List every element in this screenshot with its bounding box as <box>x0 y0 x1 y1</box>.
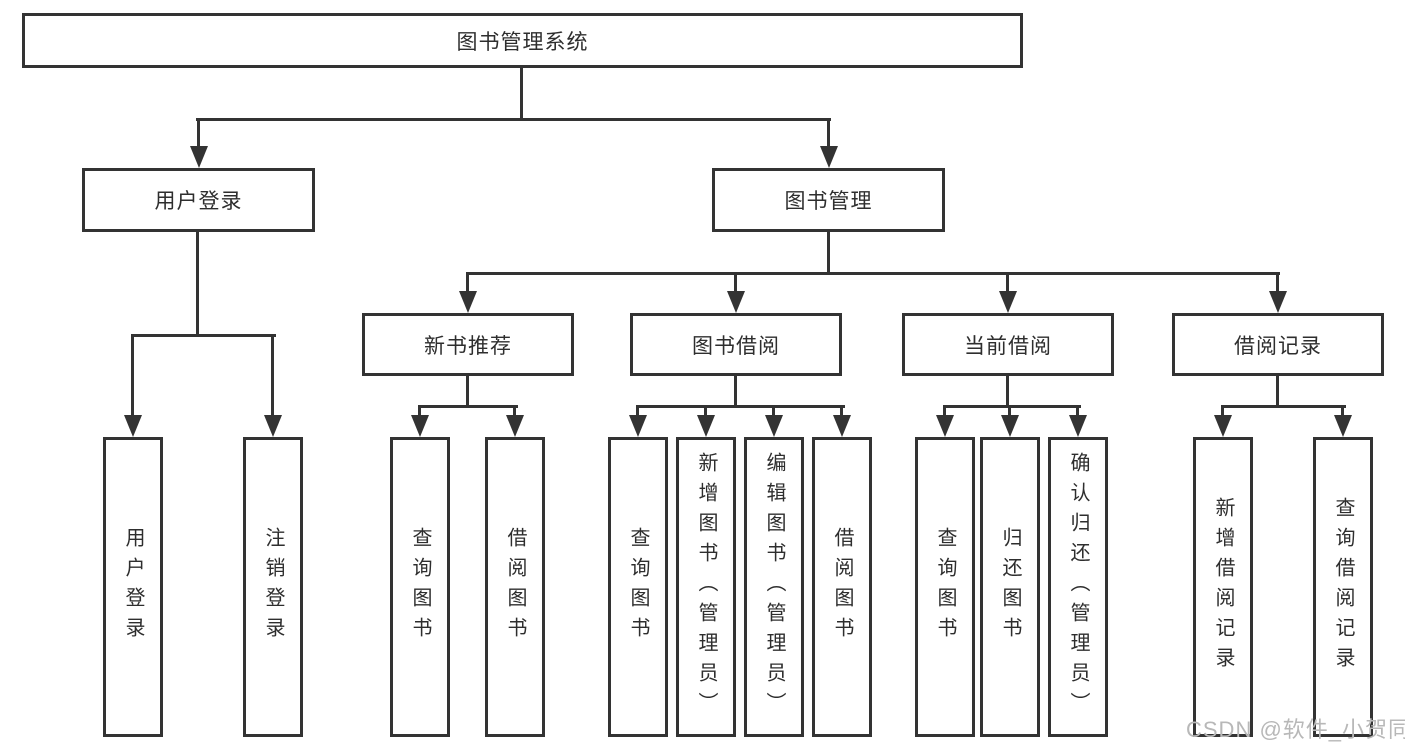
leaf-record-add-borrow-record: 新增借阅记录 <box>1193 437 1253 737</box>
arrowhead-icon <box>264 415 282 437</box>
leaf-borrow-borrow-book: 借阅图书 <box>812 437 872 737</box>
leaf-borrow-edit-book-admin: 编辑图书（管理员） <box>744 437 804 737</box>
node-current-borrowing: 当前借阅 <box>902 313 1114 376</box>
connector-line <box>827 232 830 274</box>
connector-line <box>1276 273 1279 293</box>
arrowhead-icon <box>999 291 1017 313</box>
leaf-logout: 注销登录 <box>243 437 303 737</box>
arrowhead-icon <box>727 291 745 313</box>
leaf-borrow-add-book-admin: 新增图书（管理员） <box>676 437 736 737</box>
arrowhead-icon <box>190 146 208 168</box>
connector-line <box>466 376 469 408</box>
leaf-current-query-book: 查询图书 <box>915 437 975 737</box>
node-book-borrowing: 图书借阅 <box>630 313 842 376</box>
arrowhead-icon <box>765 415 783 437</box>
connector-line <box>636 405 845 408</box>
connector-line <box>520 68 523 120</box>
node-library-system: 图书管理系统 <box>22 13 1023 68</box>
arrowhead-icon <box>1334 415 1352 437</box>
connector-line <box>466 273 469 293</box>
arrowhead-icon <box>1214 415 1232 437</box>
connector-line <box>840 406 843 416</box>
leaf-current-confirm-return-admin: 确认归还（管理员） <box>1048 437 1108 737</box>
leaf-record-query-borrow-record: 查询借阅记录 <box>1313 437 1373 737</box>
arrowhead-icon <box>833 415 851 437</box>
leaf-current-return-book: 归还图书 <box>980 437 1040 737</box>
connector-line <box>1006 273 1009 293</box>
connector-line <box>772 406 775 416</box>
connector-line <box>466 272 1280 275</box>
connector-line <box>131 334 276 337</box>
connector-line <box>943 405 1081 408</box>
arrowhead-icon <box>820 146 838 168</box>
connector-line <box>1008 406 1011 416</box>
connector-line <box>1341 406 1344 416</box>
node-new-book-recommend: 新书推荐 <box>362 313 574 376</box>
watermark: CSDN @软件_小贺同学 <box>1186 717 1405 742</box>
connector-line <box>1221 406 1224 416</box>
arrowhead-icon <box>936 415 954 437</box>
connector-line <box>418 405 518 408</box>
leaf-recommend-query-book: 查询图书 <box>390 437 450 737</box>
leaf-user-login: 用户登录 <box>103 437 163 737</box>
node-user-login: 用户登录 <box>82 168 315 232</box>
connector-line <box>943 406 946 416</box>
arrowhead-icon <box>697 415 715 437</box>
connector-line <box>271 335 274 416</box>
connector-line <box>196 232 199 336</box>
arrowhead-icon <box>1269 291 1287 313</box>
connector-line <box>636 406 639 416</box>
arrowhead-icon <box>1069 415 1087 437</box>
arrowhead-icon <box>411 415 429 437</box>
leaf-recommend-borrow-book: 借阅图书 <box>485 437 545 737</box>
connector-line <box>1006 376 1009 408</box>
node-borrowing-records: 借阅记录 <box>1172 313 1384 376</box>
connector-line <box>827 119 830 148</box>
connector-line <box>704 406 707 416</box>
connector-line <box>131 335 134 416</box>
arrowhead-icon <box>459 291 477 313</box>
connector-line <box>734 273 737 293</box>
arrowhead-icon <box>506 415 524 437</box>
node-book-management: 图书管理 <box>712 168 945 232</box>
connector-line <box>1221 405 1346 408</box>
connector-line <box>418 406 421 416</box>
connector-line <box>734 376 737 408</box>
connector-line <box>197 119 200 148</box>
arrowhead-icon <box>124 415 142 437</box>
connector-line <box>1076 406 1079 416</box>
leaf-borrow-query-book: 查询图书 <box>608 437 668 737</box>
connector-line <box>513 406 516 416</box>
arrowhead-icon <box>629 415 647 437</box>
connector-line <box>196 118 831 121</box>
arrowhead-icon <box>1001 415 1019 437</box>
connector-line <box>1276 376 1279 408</box>
